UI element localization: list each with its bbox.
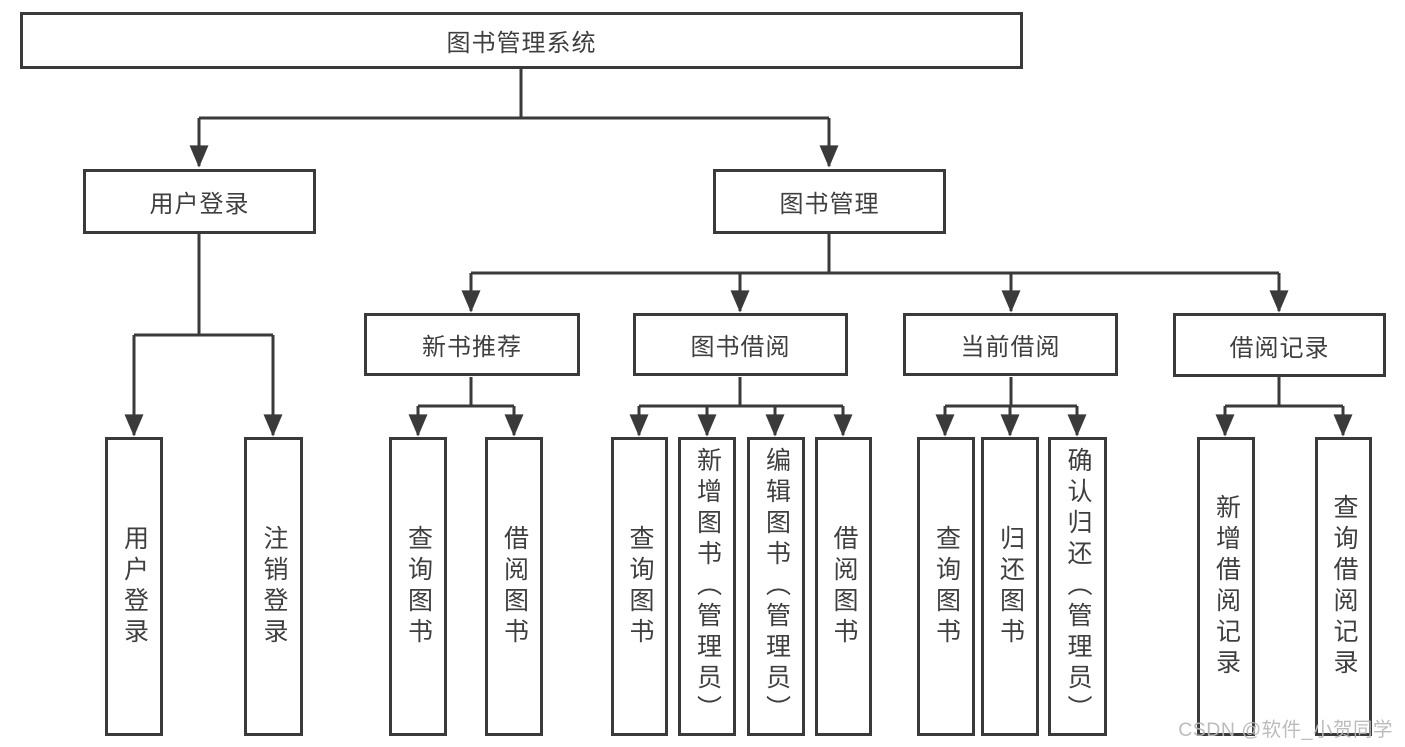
watermark: CSDN @软件_小贺同学 — [1178, 719, 1393, 741]
leaf-borrow-books: 借阅图书 — [815, 437, 872, 736]
leaf-borrow-books-recommend: 借阅图书 — [485, 437, 543, 736]
leaf-query-books-current: 查询图书 — [917, 437, 975, 736]
node-user-login: 用户登录 — [83, 169, 316, 234]
leaf-query-books-borrowing: 查询图书 — [611, 437, 668, 736]
node-current-borrowing: 当前借阅 — [903, 313, 1118, 376]
connector-bus-paths — [134, 69, 1343, 408]
node-book-management: 图书管理 — [713, 169, 946, 234]
leaf-label: 查询图书 — [626, 524, 654, 649]
leaf-label: 新增借阅记录 — [1212, 493, 1241, 680]
leaf-query-borrow-record: 查询借阅记录 — [1315, 437, 1372, 736]
leaf-user-login: 用户登录 — [105, 437, 163, 736]
leaf-logout: 注销登录 — [244, 437, 303, 736]
node-new-book-recommend: 新书推荐 — [364, 313, 580, 376]
leaf-label: 借阅图书 — [830, 524, 858, 649]
leaf-query-books-recommend: 查询图书 — [389, 437, 447, 736]
node-borrowing-records: 借阅记录 — [1173, 313, 1386, 377]
leaf-label: 确认归还（管理员） — [1064, 447, 1092, 726]
leaf-label: 编辑图书（管理员） — [762, 447, 791, 726]
leaf-label: 查询借阅记录 — [1330, 493, 1358, 680]
leaf-confirm-return-admin: 确认归还（管理员） — [1048, 437, 1107, 736]
leaf-label: 归还图书 — [996, 524, 1025, 649]
leaf-label: 注销登录 — [260, 524, 288, 649]
leaf-label: 新增图书（管理员） — [693, 447, 722, 726]
leaf-label: 用户登录 — [120, 524, 149, 649]
leaf-label: 借阅图书 — [500, 524, 529, 649]
leaf-label: 查询图书 — [404, 524, 433, 649]
connector-arrow-paths — [124, 118, 1353, 437]
node-root-system: 图书管理系统 — [20, 12, 1023, 69]
leaf-label: 查询图书 — [932, 524, 961, 649]
leaf-return-books: 归还图书 — [981, 437, 1039, 736]
leaf-add-borrow-record: 新增借阅记录 — [1197, 437, 1255, 736]
node-book-borrowing: 图书借阅 — [633, 313, 848, 376]
leaf-add-books-admin: 新增图书（管理员） — [678, 437, 736, 736]
leaf-edit-books-admin: 编辑图书（管理员） — [747, 437, 805, 736]
